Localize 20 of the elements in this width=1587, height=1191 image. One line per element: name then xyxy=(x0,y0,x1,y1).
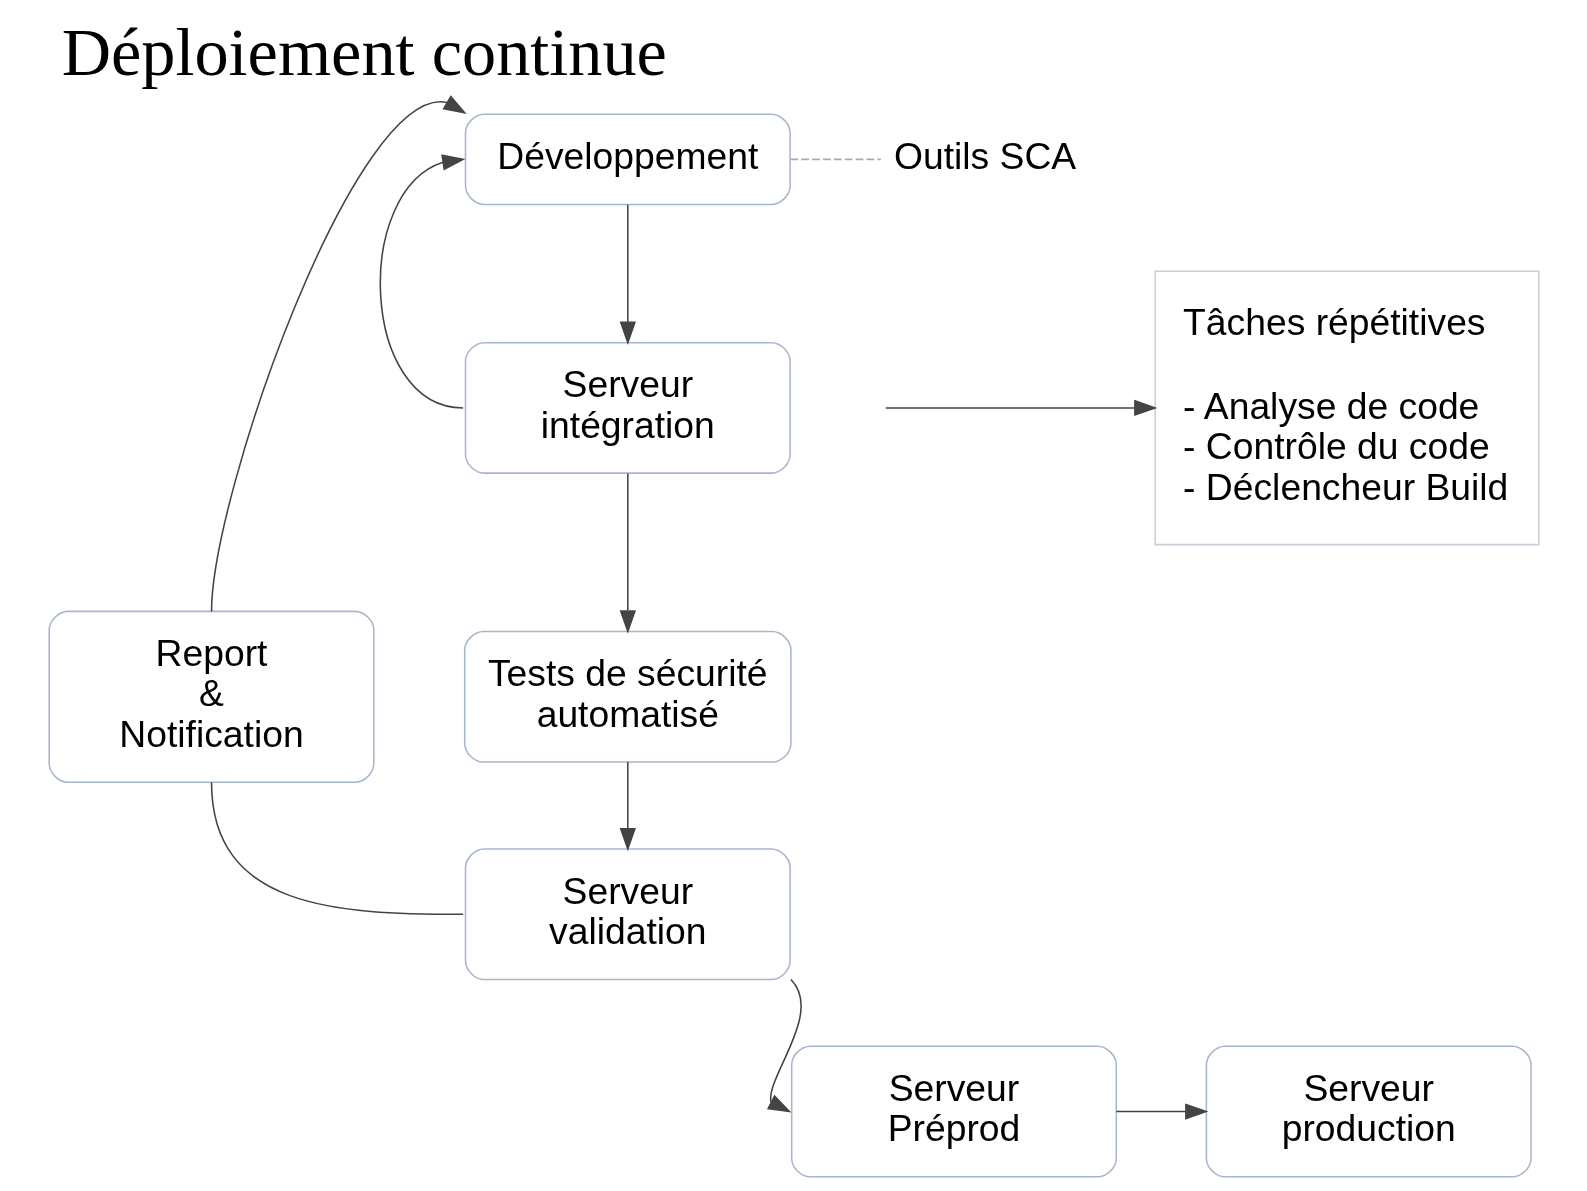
node-box: Serveur production xyxy=(1205,1045,1532,1178)
arrow xyxy=(210,95,467,613)
node-box: Tests de sécurité automatisé xyxy=(463,630,792,763)
arrow xyxy=(619,472,636,634)
arrow xyxy=(766,978,802,1113)
connector xyxy=(210,781,464,916)
node-text: Outils SCA xyxy=(893,135,1076,178)
arrow xyxy=(619,761,636,852)
arrow xyxy=(379,154,465,409)
node-box: Serveur Préprod xyxy=(790,1045,1117,1178)
arrow xyxy=(884,399,1157,417)
arrow xyxy=(619,204,636,345)
node-box: Report & Notification xyxy=(47,610,375,784)
node-box: Serveur intégration xyxy=(464,341,791,474)
node-box: Développement xyxy=(464,113,791,206)
node-box: Serveur validation xyxy=(464,848,791,981)
arrow xyxy=(1115,1103,1208,1120)
connector xyxy=(789,158,882,161)
node-box: Tâches répétitives - Analyse de code - Contrôle du code - Déclencheur Build xyxy=(1153,270,1540,546)
diagram-title: Déploiement continue xyxy=(61,14,667,91)
